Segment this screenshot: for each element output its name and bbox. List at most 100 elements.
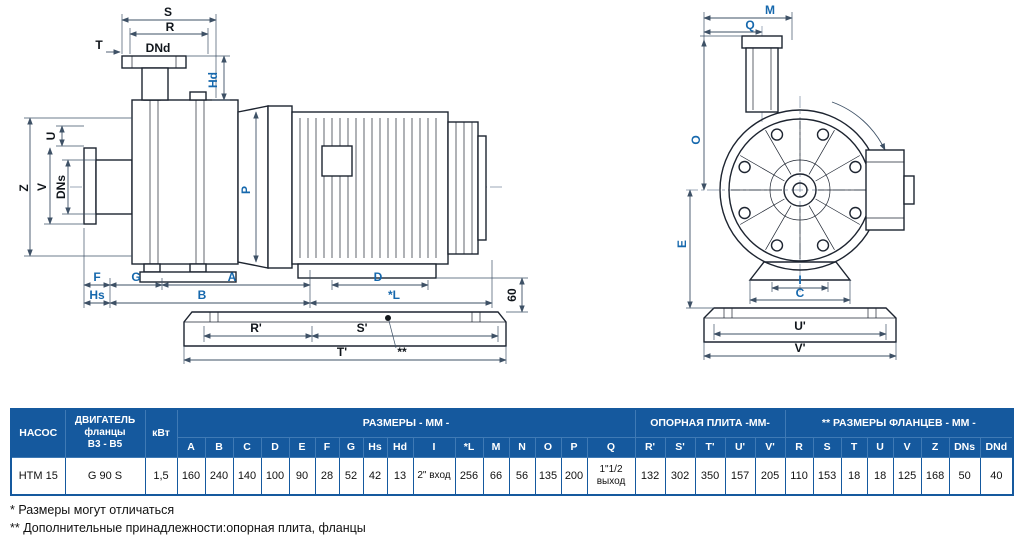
cell-plate-v: 205: [754, 456, 786, 496]
cell-kw: 1,5: [144, 456, 178, 496]
terminal-box: [865, 149, 915, 231]
cell-flange-t: 18: [840, 456, 868, 496]
col-flange-s: S: [812, 436, 842, 458]
cell-dim-o: 135: [534, 456, 562, 496]
pump-front-view: M Q O E I C U' V': [675, 3, 916, 360]
col-flange-z: Z: [920, 436, 950, 458]
dim-label-o: O: [689, 135, 703, 144]
col-dim-i: I: [412, 436, 456, 458]
col-dim-a: A: [176, 436, 206, 458]
footnote-accessories: ** Дополнительные принадлежности:опорная…: [10, 521, 366, 535]
cell-dim-b: 240: [204, 456, 234, 496]
dim-label-60: 60: [505, 288, 519, 302]
col-flange-v: V: [892, 436, 922, 458]
dims-bottom-left: [83, 228, 528, 364]
dim-label-dnd: DNd: [146, 41, 171, 55]
col-flange-dnd: DNd: [979, 436, 1014, 458]
col-dim-d: D: [260, 436, 290, 458]
col-dim-o: O: [534, 436, 562, 458]
col-plate-r: R': [634, 436, 666, 458]
col-flange-u: U: [866, 436, 894, 458]
dim-label-f: F: [93, 270, 100, 284]
cell-flange-z: 168: [920, 456, 950, 496]
baseplate-side: [183, 311, 507, 349]
cell-dim-l: 256: [454, 456, 484, 496]
discharge-flange: [121, 55, 187, 101]
cell-dim-p: 200: [560, 456, 588, 496]
cell-motor: G 90 S: [64, 456, 146, 496]
col-header-pump: НАСОС: [10, 408, 66, 458]
cell-flange-v: 125: [892, 456, 922, 496]
col-flange-dns: DNs: [948, 436, 981, 458]
technical-drawing-svg: S R T DNd Hd U Z V DNs P F G A D Hs B *L…: [17, 3, 916, 364]
cell-plate-r: 132: [634, 456, 666, 496]
technical-drawing: S R T DNd Hd U Z V DNs P F G A D Hs B *L…: [17, 3, 916, 364]
pump-casing: [131, 91, 239, 283]
dim-label-i: I: [798, 273, 801, 287]
dim-label-u-prime: U': [794, 319, 806, 333]
cell-dim-hs: 42: [362, 456, 388, 496]
dims-left-side: [24, 111, 259, 263]
cell-plate-s: 302: [664, 456, 696, 496]
cell-flange-s: 153: [812, 456, 842, 496]
cell-dim-e: 90: [288, 456, 316, 496]
suction-flange: [83, 147, 133, 225]
cell-dim-n: 56: [508, 456, 536, 496]
col-plate-s: S': [664, 436, 696, 458]
cell-dim-q: 1"1/2 выход: [586, 456, 636, 496]
cell-flange-u: 18: [866, 456, 894, 496]
cell-plate-t: 350: [694, 456, 726, 496]
dim-label-b: B: [198, 288, 207, 302]
dim-label-v: V: [35, 183, 49, 191]
dim-label-e: E: [675, 240, 689, 248]
discharge-pipe: [741, 35, 783, 113]
dim-label-c: C: [796, 286, 805, 300]
pump-side-view: S R T DNd Hd U Z V DNs P F G A D Hs B *L…: [17, 5, 528, 364]
accessory-dot-icon: [385, 315, 391, 321]
group-header-plate: ОПОРНАЯ ПЛИТА -ММ-: [634, 408, 786, 438]
col-plate-u: U': [724, 436, 756, 458]
dim-label-q: Q: [745, 18, 754, 32]
dim-label-p: P: [239, 186, 253, 194]
dim-label-a: A: [228, 270, 237, 284]
cell-dim-c: 140: [232, 456, 262, 496]
cell-dim-f: 28: [314, 456, 340, 496]
fan-cover: [447, 121, 487, 255]
cell-dim-g: 52: [338, 456, 364, 496]
dim-label-dns: DNs: [54, 175, 68, 199]
col-flange-t: T: [840, 436, 868, 458]
dim-label-s: S: [164, 5, 172, 19]
col-dim-hs: Hs: [362, 436, 388, 458]
dim-label-z: Z: [17, 184, 31, 191]
motor-adapter: [237, 105, 293, 269]
footnotes: * Размеры могут отличаться ** Дополнител…: [10, 503, 366, 539]
col-dim-hd: Hd: [386, 436, 414, 458]
cell-flange-dnd: 40: [979, 456, 1014, 496]
dim-label-hs: Hs: [89, 288, 105, 302]
col-plate-t: T': [694, 436, 726, 458]
cell-pump-model: HTM 15: [10, 456, 66, 496]
cell-dim-a: 160: [176, 456, 206, 496]
dim-label-u: U: [44, 132, 58, 141]
col-dim-p: P: [560, 436, 588, 458]
col-dim-c: C: [232, 436, 262, 458]
col-dim-n: N: [508, 436, 536, 458]
dim-label-l-star: *L: [388, 288, 400, 302]
col-flange-r: R: [784, 436, 814, 458]
dim-label-r: R: [166, 20, 175, 34]
spec-table: НАСОС ДВИГАТЕЛЬ фланцы В3 - В5 кВт РАЗМЕ…: [10, 408, 1015, 496]
cell-flange-dns: 50: [948, 456, 981, 496]
group-header-dimensions: РАЗМЕРЫ - ММ -: [176, 408, 636, 438]
col-dim-m: M: [482, 436, 510, 458]
dim-label-r-prime: R': [250, 321, 262, 335]
dims-front-view: [686, 12, 897, 360]
dim-label-hd: Hd: [206, 72, 220, 88]
cell-dim-d: 100: [260, 456, 290, 496]
dim-label-m: M: [765, 3, 775, 17]
group-header-flanges: ** РАЗМЕРЫ ФЛАНЦЕВ - ММ -: [784, 408, 1014, 438]
col-dim-e: E: [288, 436, 316, 458]
cell-dim-hd: 13: [386, 456, 414, 496]
cell-dim-m: 66: [482, 456, 510, 496]
dim-label-v-prime: V': [795, 341, 806, 355]
